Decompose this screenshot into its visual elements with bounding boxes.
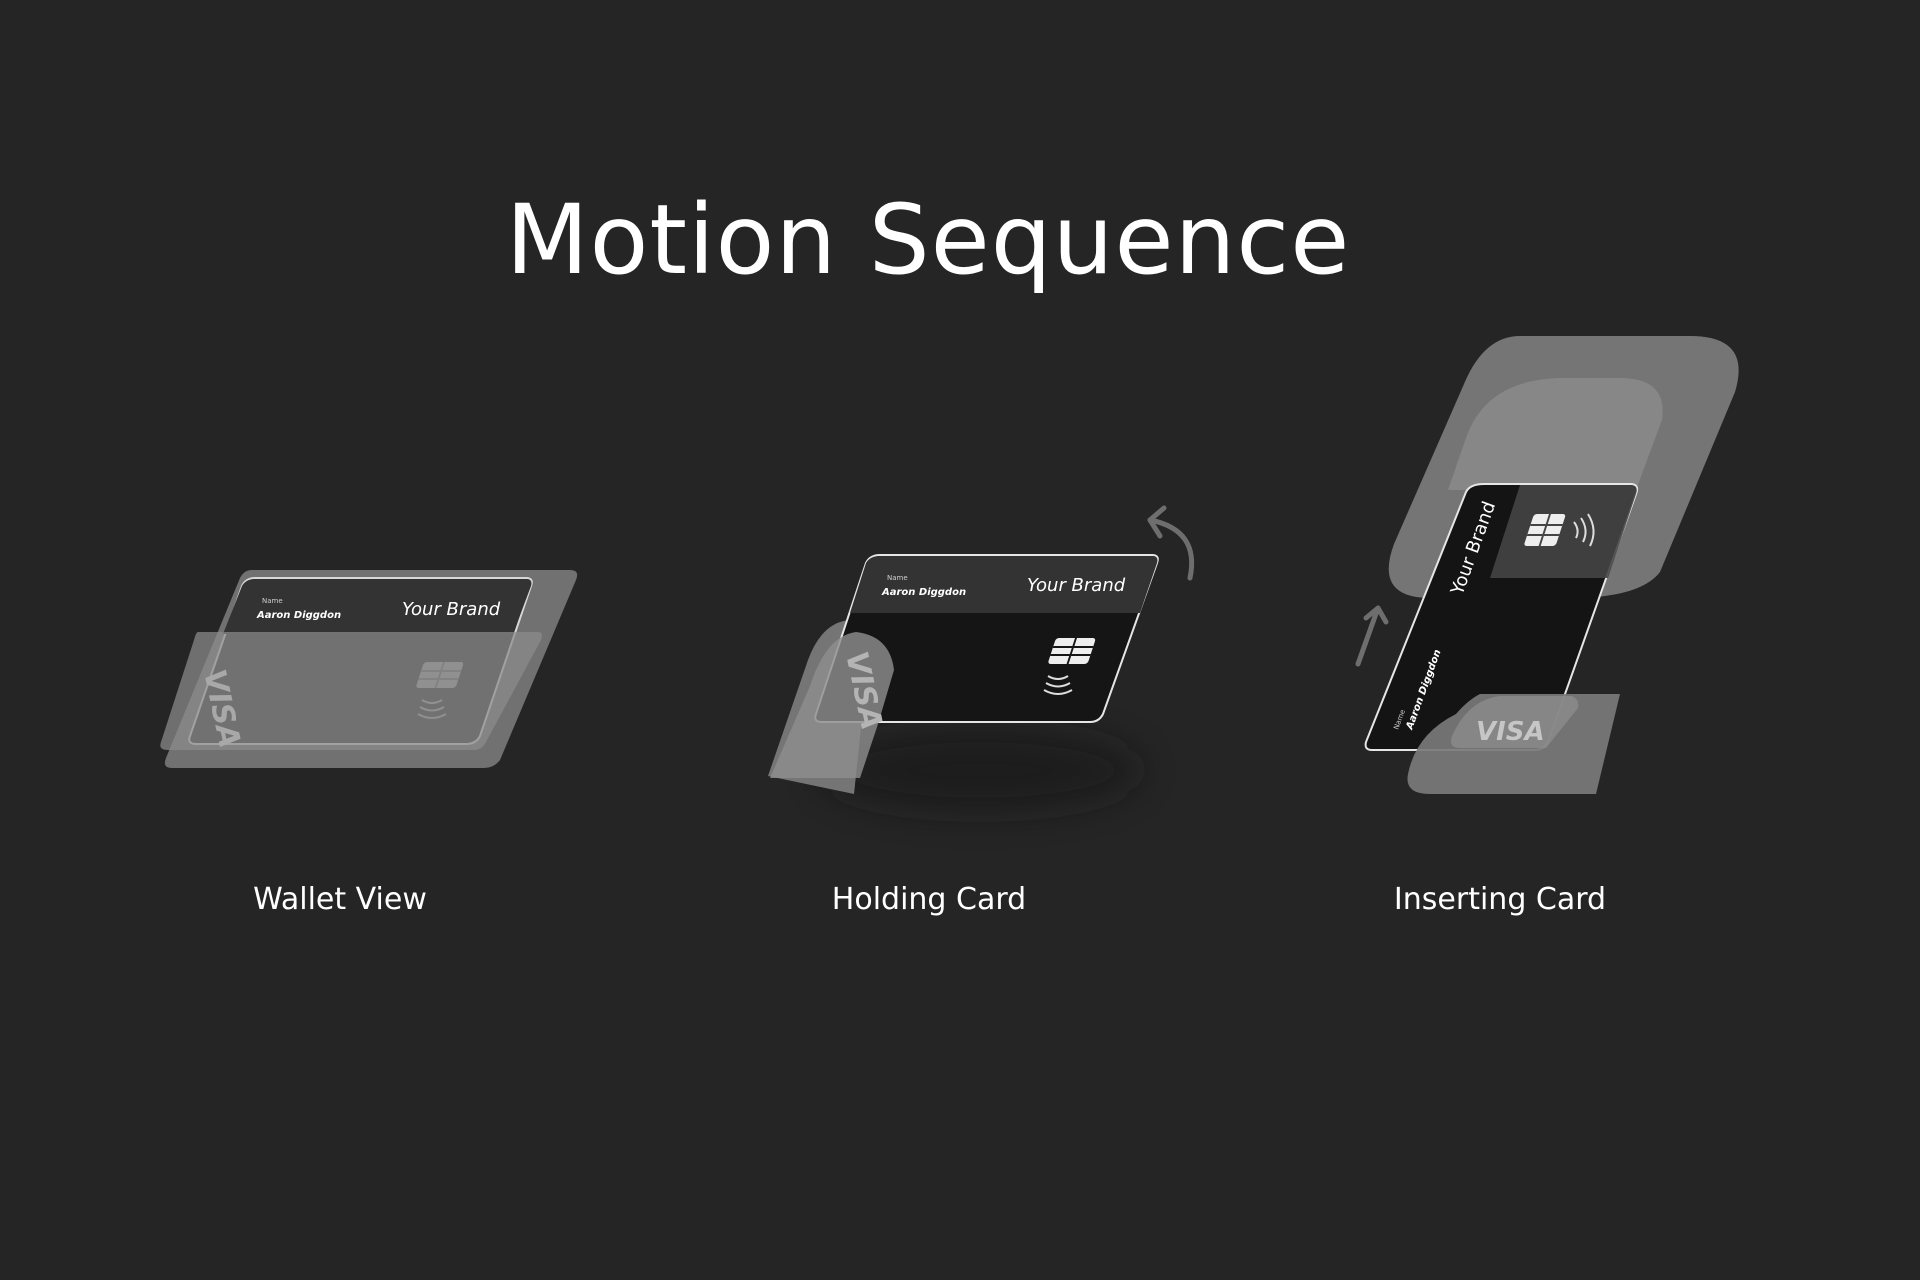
curved-arrow-icon xyxy=(1147,505,1195,581)
card-brand: Your Brand xyxy=(402,599,501,620)
up-arrow-icon xyxy=(1355,605,1389,667)
chip-icon xyxy=(1048,638,1096,664)
terminal-mouth-inner xyxy=(1451,696,1579,748)
inserting-card: Your Brand Aaron Diggdon Name xyxy=(1364,483,1639,751)
step-label-inserting-card: Inserting Card xyxy=(1393,882,1607,917)
card-brand: Your Brand xyxy=(1027,575,1126,596)
visa-logo: VISA xyxy=(1476,717,1545,747)
wallet-view-illustration: Name Aaron Diggdon Your Brand VISA xyxy=(160,570,578,768)
page-title: Motion Sequence xyxy=(505,184,1351,296)
inserting-card-illustration: Your Brand Aaron Diggdon Name VISA xyxy=(1355,336,1739,794)
step-label-wallet-view: Wallet View xyxy=(253,882,427,917)
contactless-icon xyxy=(1043,675,1073,695)
contactless-icon xyxy=(1573,513,1595,547)
holding-card: Name Aaron Diggdon Your Brand xyxy=(814,554,1159,723)
wallet-front-pocket xyxy=(160,632,543,750)
thumb-front xyxy=(770,632,894,778)
card-holder-name: Aaron Diggdon xyxy=(256,610,341,621)
step-label-holding-card: Holding Card xyxy=(831,882,1027,917)
card-shadow xyxy=(820,730,1140,810)
card-name-caption: Name xyxy=(262,597,283,605)
card-header-band xyxy=(223,579,532,634)
card-holder-name: Aaron Diggdon xyxy=(881,587,966,598)
card-header-band xyxy=(1490,485,1637,578)
holding-card-illustration: Name Aaron Diggdon Your Brand VISA xyxy=(768,505,1195,810)
terminal-slot-inner xyxy=(1448,378,1663,490)
card-name-caption: Name xyxy=(887,574,908,582)
chip-icon xyxy=(1524,514,1566,546)
card-header-band xyxy=(850,556,1158,613)
